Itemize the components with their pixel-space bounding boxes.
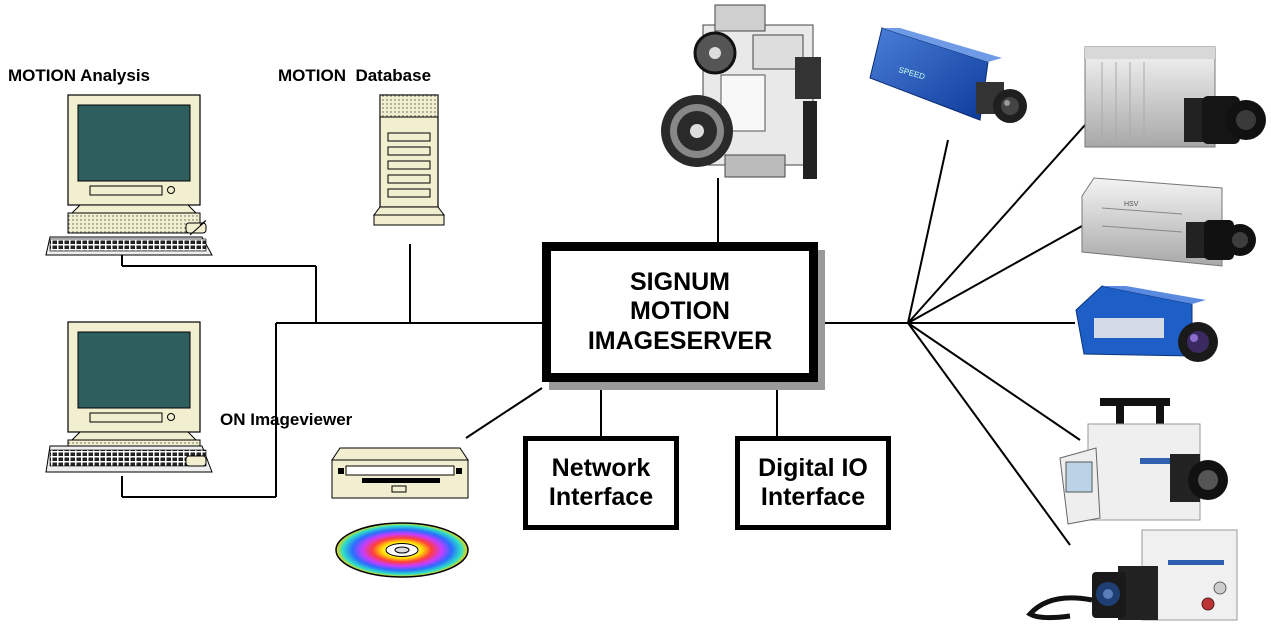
network-interface-box: Network Interface bbox=[523, 436, 679, 530]
motion-database-label: MOTION Database bbox=[278, 66, 432, 85]
imageviewer-label: ON Imageviewer bbox=[220, 410, 353, 429]
desktop-computer-icon bbox=[45, 321, 213, 473]
disk-drive-icon bbox=[331, 447, 469, 499]
connection-lines bbox=[121, 124, 1086, 546]
server-line-1: SIGNUM bbox=[630, 267, 730, 296]
signum-imageserver-box: SIGNUM MOTION IMAGESERVER bbox=[542, 242, 818, 382]
digital-io-line-1: Digital IO bbox=[758, 453, 868, 482]
white-handheld-camera-icon bbox=[1059, 398, 1228, 525]
silver-highspeed-camera-icon bbox=[1084, 46, 1266, 148]
film-projector-icon bbox=[661, 4, 821, 179]
blue-camera-icon bbox=[1075, 285, 1218, 362]
cd-disc-icon bbox=[335, 522, 469, 578]
white-cabled-camera-icon bbox=[1026, 529, 1238, 621]
server-line-2: MOTION bbox=[630, 297, 730, 326]
silver-box-camera-icon: HSV bbox=[1081, 177, 1256, 267]
digital-io-line-2: Interface bbox=[760, 483, 866, 511]
desktop-computer-icon bbox=[45, 94, 213, 256]
server-line-3: IMAGESERVER bbox=[587, 326, 773, 355]
digital-io-interface-box: Digital IO Interface bbox=[735, 436, 891, 530]
motion-analysis-label: MOTION Analysis bbox=[8, 66, 151, 85]
svg-text:HSV: HSV bbox=[1124, 201, 1139, 208]
network-interface-line-1: Network bbox=[551, 453, 651, 482]
tower-server-icon bbox=[373, 94, 445, 226]
speedcam-camera-icon: SPEED bbox=[869, 27, 1027, 123]
network-interface-line-2: Interface bbox=[548, 483, 654, 511]
